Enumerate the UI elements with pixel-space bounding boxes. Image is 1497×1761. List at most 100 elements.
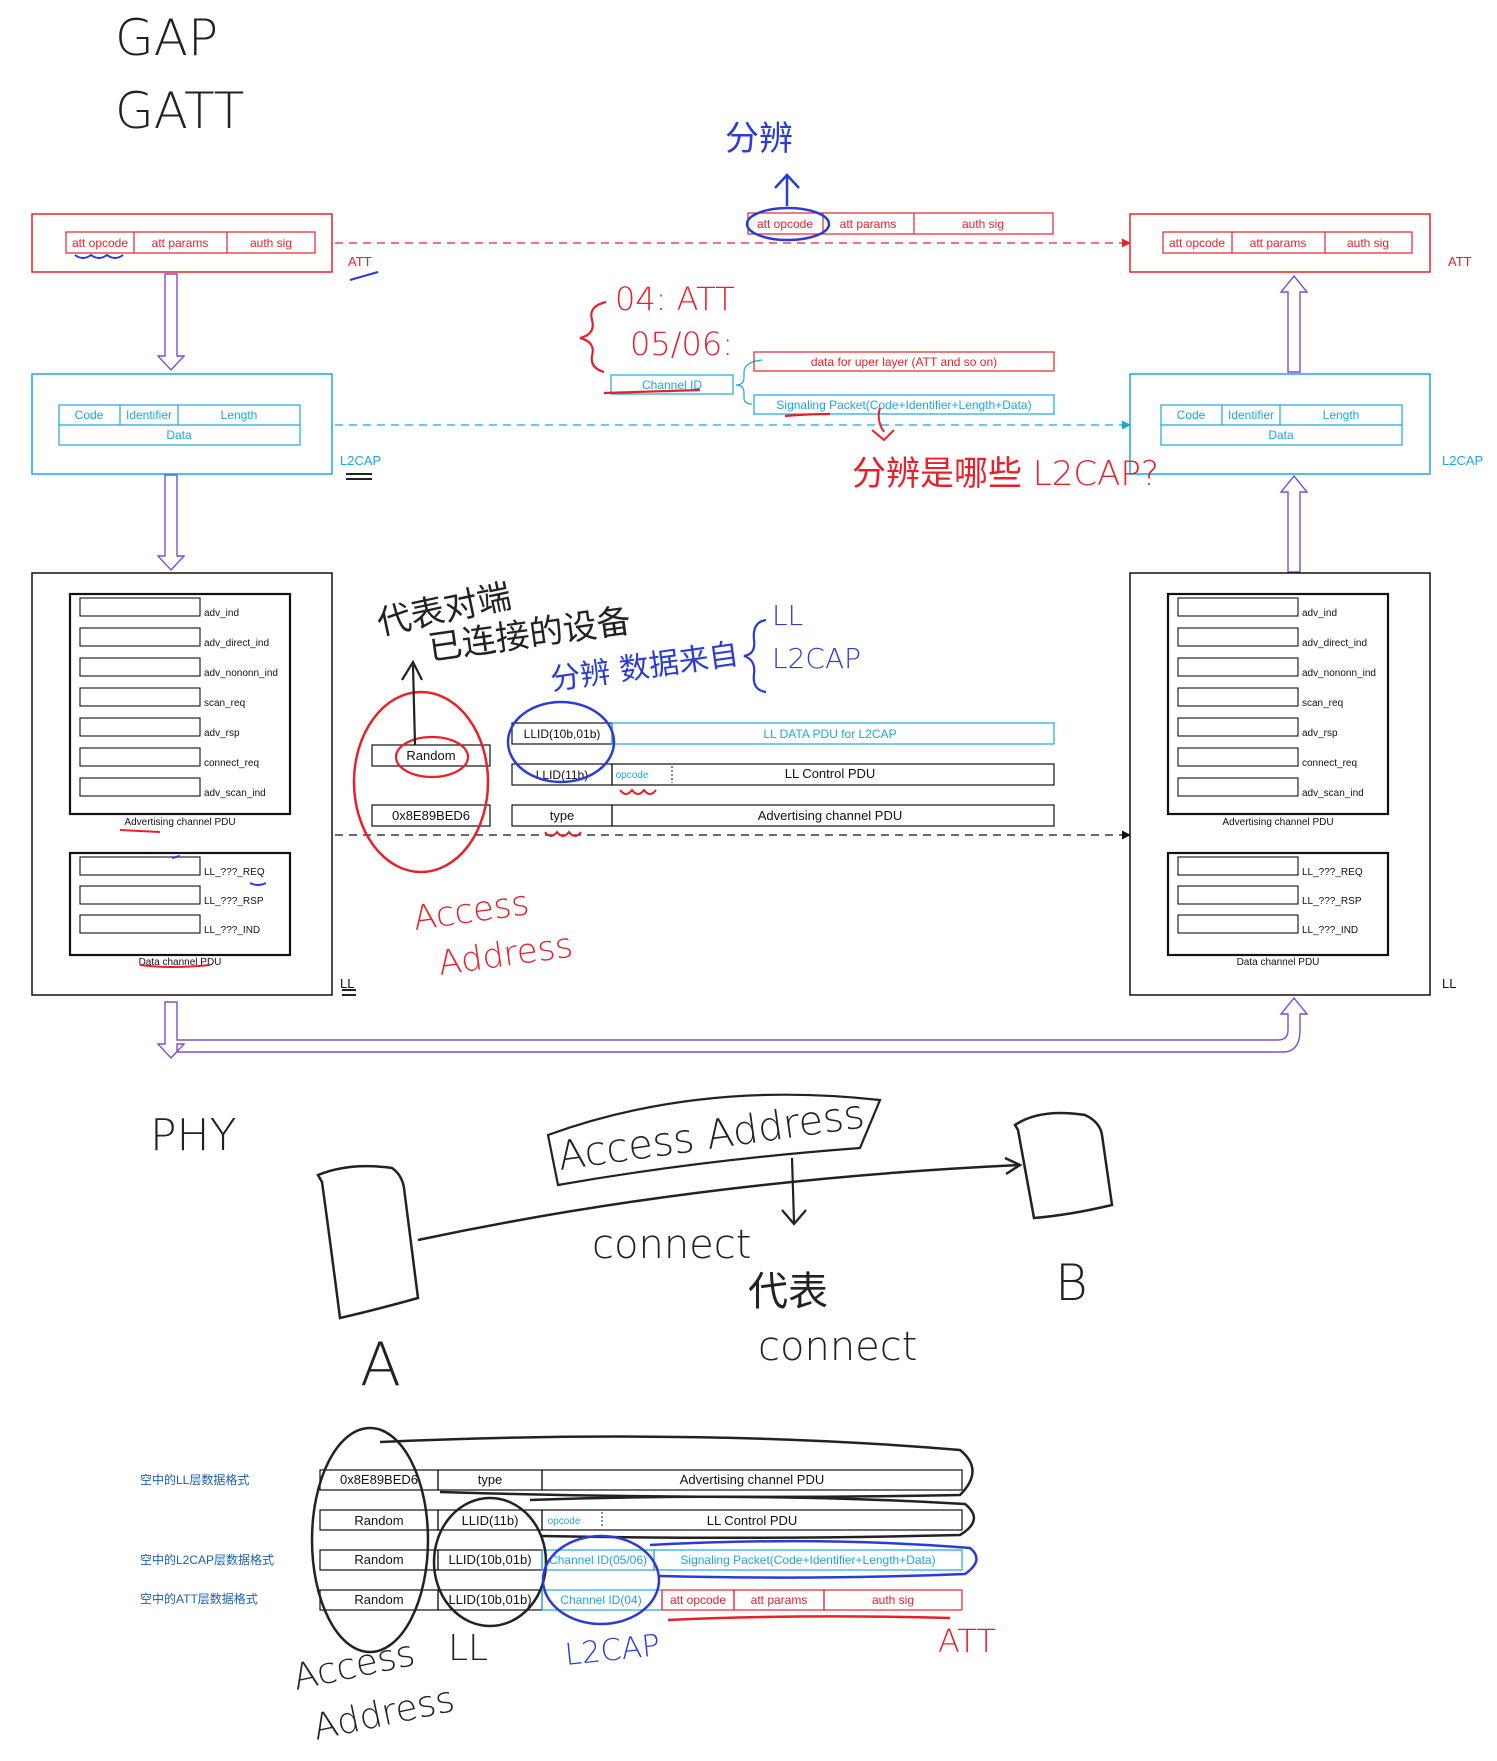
data-pdu-label: LL_???_REQ — [1302, 867, 1363, 878]
att-opcode-field: att opcode — [757, 217, 813, 231]
peer-arrow-ink — [401, 659, 423, 746]
adv-pdu-label: adv_ind — [1302, 608, 1337, 619]
bottom-table-ink — [310, 1426, 978, 1654]
code-field: Code — [1177, 408, 1206, 422]
adv-pdu-label: adv_direct_ind — [204, 638, 269, 649]
att-layer-label-right: ATT — [1448, 254, 1472, 269]
bottom-l2cap-note: L2CAP — [563, 1628, 662, 1673]
data-pdu-slot — [79, 914, 201, 934]
auth-sig-field: auth sig — [250, 236, 292, 250]
cell-adv-pdu: Advertising channel PDU — [680, 1472, 825, 1487]
stack-arrows — [156, 273, 1309, 1060]
from-ll-note: LL — [772, 599, 803, 632]
cell-opcode: opcode — [548, 1516, 581, 1527]
adv-pdu-slot — [1177, 717, 1299, 737]
distinguish-top-note: 分辨 — [725, 119, 793, 159]
cell-random: Random — [354, 1552, 403, 1567]
channel-underline — [603, 388, 701, 395]
adv-pdu-label: scan_req — [1302, 698, 1343, 709]
adv-pdu-label: adv_scan_ind — [204, 788, 266, 799]
device-a-label: A — [360, 1330, 401, 1400]
l2cap-layer-label-right: L2CAP — [1442, 453, 1483, 468]
upper-layer-box — [753, 351, 1055, 372]
att-params-field: att params — [840, 217, 897, 231]
ll-layer-label-left: LL — [340, 976, 354, 991]
row-label-att: 空中的ATT层数据格式 — [140, 1591, 258, 1606]
opcode-field: opcode — [616, 770, 649, 781]
att-params-field: att params — [1250, 236, 1307, 250]
ll-layer-left: adv_indadv_direct_indadv_nononn_indscan_… — [31, 572, 333, 996]
data-pdu-label: LL_???_RSP — [1302, 896, 1362, 907]
llid-ctrl-field: LLID(11b) — [536, 768, 588, 782]
cell-channel-id-0506: Channel ID(05/06) — [549, 1553, 647, 1567]
connect-arrow — [781, 1157, 807, 1226]
address-note-1: Address — [436, 925, 576, 983]
access-address-circle — [352, 690, 490, 874]
adv-channel-pdu-field: Advertising channel PDU — [758, 808, 903, 823]
air-format-table: 0x8E89BED6 type Advertising channel PDU … — [319, 1469, 963, 1611]
type-field: type — [550, 808, 575, 823]
auth-sig-field: auth sig — [1347, 236, 1389, 250]
cell-llid-ctrl: LLID(11b) — [462, 1513, 519, 1528]
adv-pdu-label: connect_req — [1302, 758, 1357, 769]
att-mapping-note: 04: ATT — [615, 280, 735, 318]
adv-pdu-slot — [1177, 747, 1299, 767]
access-address-box-note: Access Address — [555, 1091, 867, 1180]
cell-signaling: Signaling Packet(Code+Identifier+Length+… — [680, 1553, 935, 1567]
att-center-fields: att opcode att params auth sig — [747, 212, 1054, 235]
signaling-mapping-note: 05/06: — [630, 325, 733, 363]
gatt-note: GATT — [115, 82, 244, 140]
data-pdu-slot — [1177, 885, 1299, 905]
signaling-box — [753, 394, 1055, 415]
underline-squiggles — [74, 253, 657, 996]
adv-pdu-slot — [79, 747, 201, 767]
opcode-circle — [745, 206, 831, 242]
att-opcode-field: att opcode — [1169, 236, 1225, 250]
data-field: Data — [166, 428, 192, 442]
cell-type: type — [478, 1472, 503, 1487]
gap-note: GAP — [115, 9, 218, 67]
adv-pdu-slot — [79, 777, 201, 797]
data-pdu-label: LL_???_IND — [204, 925, 260, 936]
red-brace — [579, 300, 607, 374]
adv-pdu-label: adv_nononn_ind — [204, 668, 278, 679]
adv-pdu-slot — [1177, 597, 1299, 617]
code-field: Code — [75, 408, 104, 422]
cell-random: Random — [354, 1592, 403, 1607]
data-pdu-label: LL_???_RSP — [204, 896, 264, 907]
data-pdu-slot — [1177, 856, 1299, 876]
adv-pdu-label: adv_rsp — [1302, 728, 1338, 739]
data-pdu-slot — [1177, 914, 1299, 934]
att-layer-left: att opcode att params auth sig — [31, 213, 333, 273]
channel-id-label: Channel ID — [642, 378, 702, 392]
signaling-label: Signaling Packet(Code+Identifier+Length+… — [776, 398, 1031, 412]
adv-pdu-slot — [79, 687, 201, 707]
signaling-underline — [784, 412, 831, 418]
cell-llid-data: LLID(10b,01b) — [448, 1552, 531, 1567]
auth-sig-field: auth sig — [962, 217, 1004, 231]
device-b-sketch — [1013, 1111, 1114, 1220]
adv-pdu-slot — [79, 597, 201, 617]
llid-data-field: LLID(10b,01b) — [524, 727, 601, 741]
blue-brace — [743, 618, 767, 694]
cell-ll-control: LL Control PDU — [707, 1513, 798, 1528]
adv-pdu-label: adv_ind — [204, 608, 239, 619]
cell-access-address: 0x8E89BED6 — [340, 1472, 418, 1487]
device-a-sketch — [316, 1164, 420, 1320]
row-label-l2cap: 空中的L2CAP层数据格式 — [140, 1552, 274, 1567]
device-b-label: B — [1055, 1254, 1088, 1312]
l2cap-layer-left: Code Identifier Length Data — [31, 373, 333, 475]
att-params-field: att params — [152, 236, 209, 250]
adv-pdu-slot — [1177, 657, 1299, 677]
llid-circle — [506, 700, 616, 784]
att-layer-right: att opcode att params auth sig — [1129, 213, 1431, 273]
adv-pdu-caption: Advertising channel PDU — [1222, 817, 1333, 828]
adv-pdu-label: connect_req — [204, 758, 259, 769]
random-circle — [394, 735, 470, 779]
ll-layer-label-right: LL — [1442, 976, 1456, 991]
connection-line — [417, 1156, 1023, 1242]
ll-control-pdu-field: LL Control PDU — [785, 766, 876, 781]
adv-pdu-label: adv_direct_ind — [1302, 638, 1367, 649]
adv-pdu-slot — [79, 717, 201, 737]
